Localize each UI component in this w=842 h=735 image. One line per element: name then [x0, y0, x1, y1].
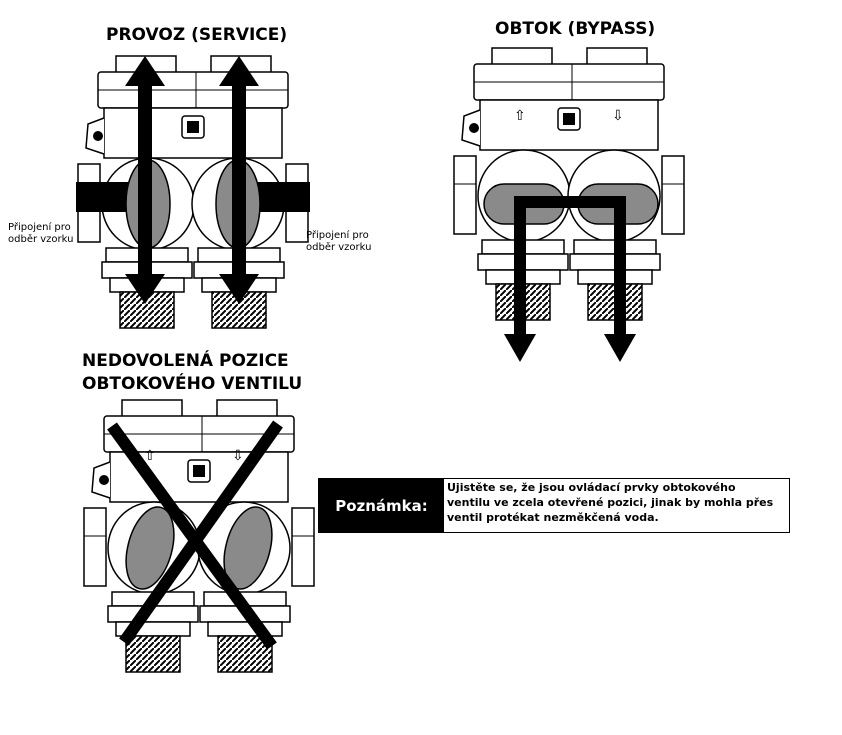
service-title: PROVOZ (SERVICE)	[106, 25, 288, 45]
note-line-1: Ujistěte se, že jsou ovládací prvky obto…	[447, 481, 736, 494]
invalid-title-line2: OBTOKOVÉHO VENTILU	[82, 374, 303, 394]
note-line-3: ventil protékat nezměkčená voda.	[447, 511, 659, 524]
note-line-2: ventilu ve zcela otevřené pozici, jinak …	[447, 496, 774, 509]
sample-port-left-line2: odběr vzorku	[8, 234, 74, 245]
sample-port-label-right: Připojení pro odběr vzorku	[306, 230, 371, 254]
sample-port-left-line1: Připojení pro	[8, 222, 71, 233]
service-valve-diagram	[76, 55, 310, 329]
bypass-valve-diagram: ⇧ ⇩	[453, 47, 685, 362]
sample-port-right-line1: Připojení pro	[306, 230, 369, 241]
up-arrow-icon: ⇧	[144, 448, 156, 464]
sample-port-right-line2: odběr vzorku	[306, 242, 372, 253]
down-arrow-icon: ⇩	[612, 108, 624, 124]
down-arrow-icon: ⇩	[232, 448, 244, 464]
sample-port-label-left: Připojení pro odběr vzorku	[8, 222, 73, 246]
bypass-title: OBTOK (BYPASS)	[495, 19, 656, 39]
invalid-title-line1: NEDOVOLENÁ POZICE	[82, 351, 289, 371]
invalid-valve-diagram: ⇧ ⇩	[83, 399, 315, 673]
note-box: Poznámka: Ujistěte se, že jsou ovládací …	[318, 478, 790, 533]
note-label: Poznámka:	[319, 479, 444, 532]
note-text: Ujistěte se, že jsou ovládací prvky obto…	[444, 479, 789, 532]
up-arrow-icon: ⇧	[514, 108, 526, 124]
